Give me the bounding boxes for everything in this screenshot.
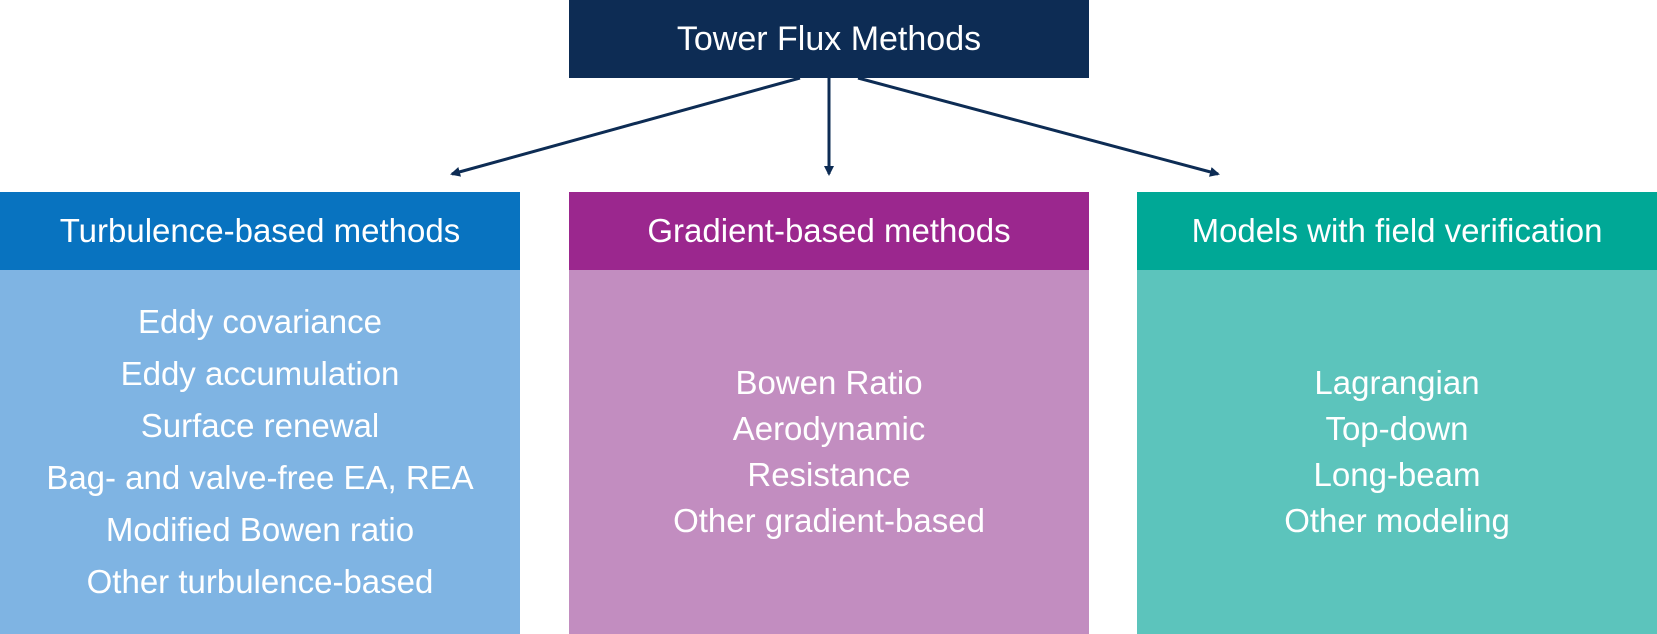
list-item: Other turbulence-based <box>86 563 434 600</box>
list-item: Aerodynamic <box>732 410 926 447</box>
list-item: Resistance <box>747 456 911 493</box>
list-item: Other gradient-based <box>673 502 985 539</box>
gradient-methods-header-label: Gradient-based methods <box>647 212 1011 249</box>
models-verification-header-label: Models with field verification <box>1191 212 1603 249</box>
turbulence-methods-list: Eddy covariance Eddy accumulation Surfac… <box>0 270 520 634</box>
arrow-to-models <box>857 76 1220 177</box>
list-item: Eddy accumulation <box>120 355 400 392</box>
list-item: Bowen Ratio <box>735 364 923 401</box>
models-verification-column: Models with field verification Lagrangia… <box>1137 192 1657 634</box>
turbulence-methods-header: Turbulence-based methods <box>0 192 520 270</box>
list-item: Surface renewal <box>140 407 380 444</box>
list-item: Top-down <box>1325 410 1469 447</box>
arrow-to-turbulence <box>450 76 801 177</box>
turbulence-methods-column: Turbulence-based methods Eddy covariance… <box>0 192 520 634</box>
list-item: Bag- and valve-free EA, REA <box>46 459 474 496</box>
turbulence-methods-header-label: Turbulence-based methods <box>59 212 461 249</box>
gradient-methods-column: Gradient-based methods Bowen Ratio Aerod… <box>569 192 1089 634</box>
list-item: Long-beam <box>1313 456 1481 493</box>
root-node-tower-flux-methods: Tower Flux Methods <box>569 0 1089 78</box>
list-item: Other modeling <box>1284 502 1510 539</box>
models-verification-header: Models with field verification <box>1137 192 1657 270</box>
root-node-title: Tower Flux Methods <box>676 19 982 58</box>
gradient-methods-list: Bowen Ratio Aerodynamic Resistance Other… <box>569 270 1089 634</box>
list-item: Lagrangian <box>1314 364 1480 401</box>
gradient-methods-header: Gradient-based methods <box>569 192 1089 270</box>
list-item: Modified Bowen ratio <box>105 511 415 548</box>
list-item: Eddy covariance <box>138 303 382 340</box>
models-verification-list: Lagrangian Top-down Long-beam Other mode… <box>1137 270 1657 634</box>
